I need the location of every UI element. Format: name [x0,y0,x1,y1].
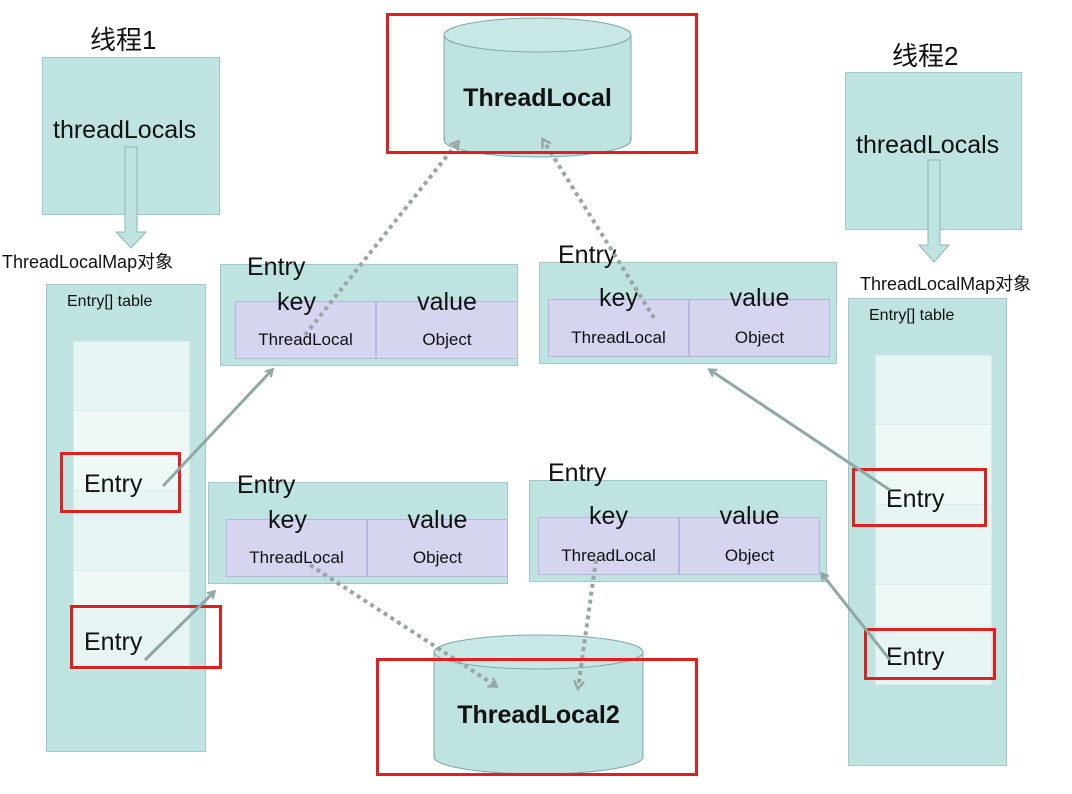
value-label: value [719,502,780,530]
key-label: key [599,284,638,312]
thread1-title: 线程1 [90,25,157,55]
key-label: key [589,502,628,530]
entry-box-top-right: Entry key ThreadLocal value Object [539,241,837,364]
key-type: ThreadLocal [561,546,656,565]
key-type: ThreadLocal [571,328,666,347]
thread2-table-label: Entry[] table [869,307,955,324]
threadlocal-bottom-label: ThreadLocal2 [457,701,620,729]
thread2-map-label: ThreadLocalMap对象 [860,274,1032,294]
threadlocal-top-label: ThreadLocal [463,84,612,112]
thread2-entry-2: Entry [886,643,945,671]
key-type: ThreadLocal [258,330,353,349]
weak-ref-arrow [578,559,598,688]
table-slot [876,424,991,504]
thread2-threadlocals-label: threadLocals [856,131,1000,159]
value-type: Object [724,546,775,565]
value-cell: value Object [376,288,518,359]
thread2-entry-1: Entry [886,485,945,513]
thread1-entry-1-highlight [60,452,181,513]
entry-title: Entry [237,471,296,499]
key-label: key [268,506,307,534]
arrow-t2e1-to-entry [710,370,891,492]
arrow-t1e1-to-entry [161,370,272,488]
threadlocal-bottom-cylinder [433,634,644,775]
value-type: Object [422,330,472,349]
key-cell: key ThreadLocal [235,288,376,359]
thread1-entry-table: Entry[] table [46,284,206,752]
table-slot [876,504,991,584]
table-slot [74,570,189,610]
entry-title: Entry [548,459,607,487]
thread1-map-label: ThreadLocalMap对象 [2,252,174,272]
key-cell: key ThreadLocal [548,284,689,357]
value-type: Object [412,548,463,567]
thread1-threadlocals-label: threadLocals [53,116,197,144]
value-cell: value Object [679,502,820,575]
entry-box-top-left: Entry key ThreadLocal value Object [220,253,518,366]
value-label: value [417,288,477,316]
key-cell: key ThreadLocal [226,506,367,577]
weak-ref-arrow [308,563,496,686]
threadlocal-top-cylinder [443,17,632,158]
table-slot [74,490,189,570]
weak-ref-arrow [303,142,458,337]
arrow-t2e2-to-entry [822,574,892,661]
thread1-entry-2-highlight [70,605,222,669]
arrow-t1e2-to-entry [143,592,214,662]
thread1-table-label: Entry[] table [67,293,153,310]
thread1-entry-1: Entry [84,470,143,498]
thread1-entry-2: Entry [84,628,143,656]
thread1-slots [73,341,190,671]
value-label: value [407,506,468,534]
entry-title: Entry [558,241,617,269]
thread2-title: 线程2 [892,41,959,71]
value-type: Object [734,328,785,347]
value-label: value [729,284,790,312]
weak-ref-arrow [543,140,656,320]
thread2-entry-2-highlight [864,628,996,680]
entry-box-bottom-right: Entry key ThreadLocal value Object [529,459,827,582]
table-slot [876,584,991,624]
thread1-object: threadLocals [42,57,220,215]
value-cell: value Object [689,284,830,357]
thread1-down-arrow [114,146,148,249]
thread2-entry-1-highlight [852,468,987,527]
threadlocal-top-highlight [386,13,698,154]
key-cell: key ThreadLocal [538,502,679,575]
entry-box-bottom-left: Entry key ThreadLocal value Object [208,471,508,584]
thread2-down-arrow [917,159,951,263]
threadlocal-bottom-highlight [376,658,698,776]
key-type: ThreadLocal [249,548,344,567]
key-label: key [277,288,316,316]
entry-title: Entry [247,253,306,281]
value-cell: value Object [367,506,508,577]
